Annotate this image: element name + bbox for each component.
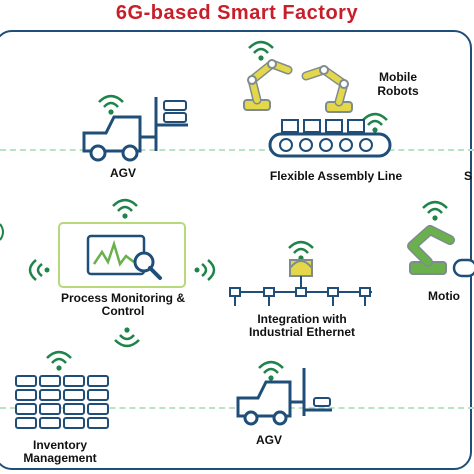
wifi-icon bbox=[98, 94, 124, 115]
ethernet-network-icon bbox=[229, 259, 372, 306]
signal-left-icon bbox=[28, 259, 50, 281]
inventory-label-line2: Management bbox=[23, 451, 97, 465]
zone-divider-1 bbox=[0, 149, 474, 151]
robot-arm-icon bbox=[243, 59, 293, 111]
agv-forklift-icon bbox=[82, 97, 188, 162]
process-monitor-panel bbox=[58, 222, 186, 288]
robot-arm-icon bbox=[301, 65, 353, 113]
wifi-icon bbox=[114, 327, 140, 348]
wifi-icon bbox=[362, 112, 388, 133]
motion-label: Motio bbox=[428, 289, 460, 303]
mobile-robots-label-line2: Robots bbox=[377, 84, 419, 98]
page-title: 6G-based Smart Factory bbox=[115, 2, 359, 24]
conveyor-belt-icon bbox=[268, 119, 392, 158]
process-monitoring-label-line2: Control bbox=[101, 304, 145, 318]
signal-edge-icon bbox=[0, 223, 4, 241]
mobile-robots-label-line1: Mobile bbox=[379, 70, 417, 84]
wifi-icon bbox=[258, 360, 284, 381]
agv-forklift-icon bbox=[236, 368, 332, 426]
inventory-label-line1: Inventory bbox=[32, 438, 87, 452]
wifi-icon bbox=[422, 200, 448, 221]
integration-label-line1: Integration with bbox=[257, 312, 347, 326]
assembly-line-label: Flexible Assembly Line bbox=[269, 169, 403, 183]
factory-frame bbox=[0, 30, 472, 470]
agv-bottom-label: AGV bbox=[255, 433, 282, 447]
inventory-stack-icon bbox=[15, 375, 109, 429]
integration-label-line2: Industrial Ethernet bbox=[248, 325, 355, 339]
process-monitoring-label-line1: Process Monitoring & bbox=[60, 291, 185, 305]
signal-right-icon bbox=[194, 259, 216, 281]
signal-edge-icon bbox=[0, 120, 6, 146]
agv-top-label: AGV bbox=[109, 166, 136, 180]
monitor-chart-icon bbox=[86, 234, 162, 280]
wifi-icon bbox=[46, 350, 72, 371]
wifi-icon bbox=[112, 198, 138, 219]
wifi-icon bbox=[248, 40, 274, 61]
edge-label-s: S bbox=[464, 169, 473, 183]
robot-arm-icon bbox=[407, 225, 474, 278]
